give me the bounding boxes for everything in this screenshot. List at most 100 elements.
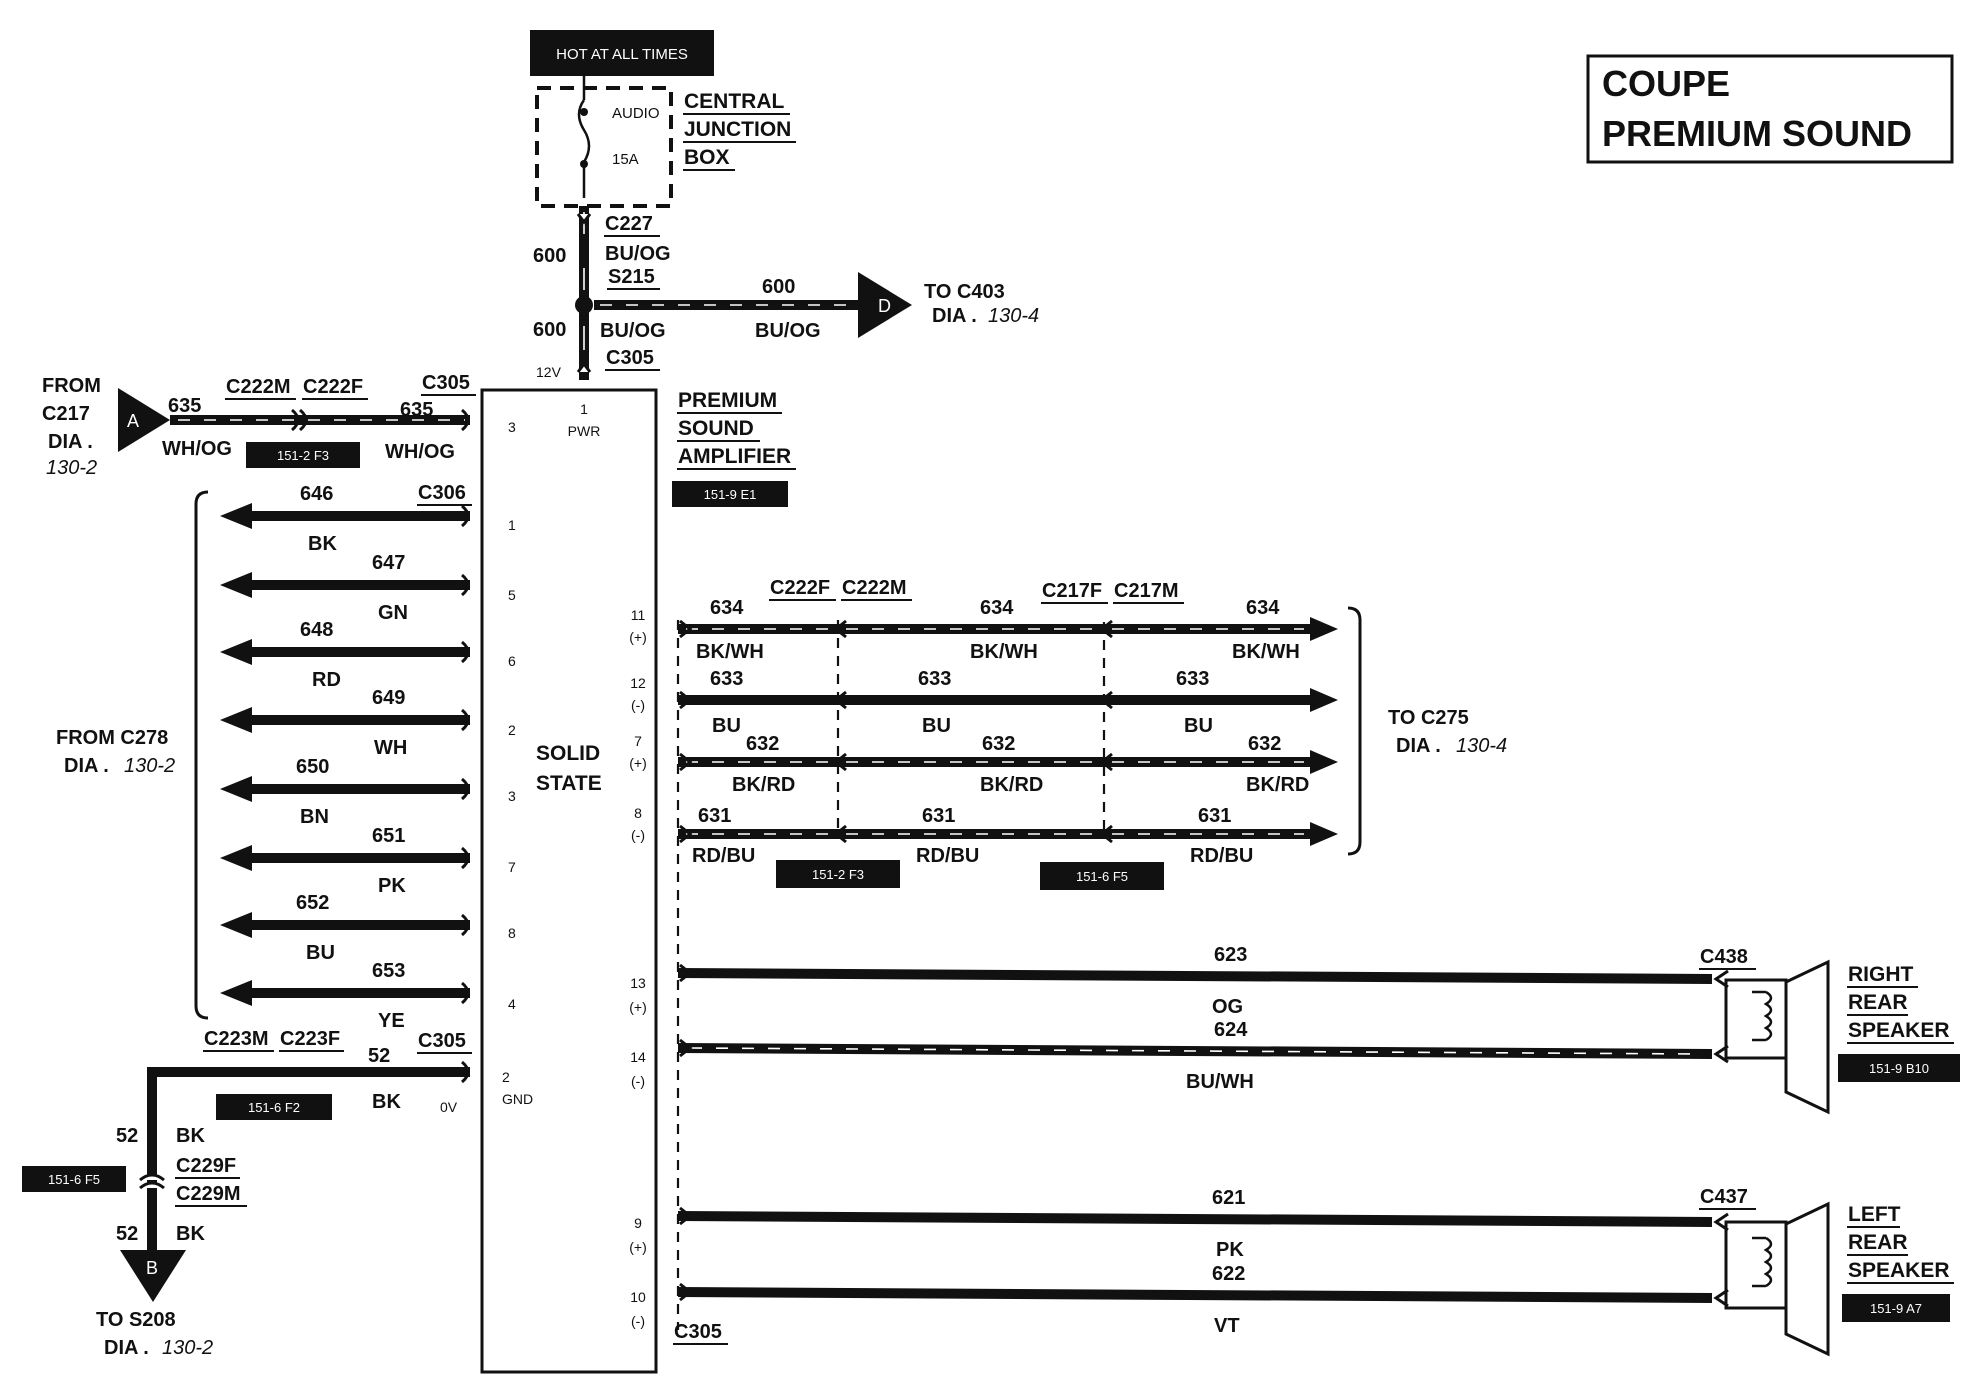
connector-a-letter: A xyxy=(127,411,139,431)
circuit-label: 631 xyxy=(922,805,955,827)
gnd-voltage: 0V xyxy=(440,1099,458,1115)
cjb-line-2: JUNCTION xyxy=(684,118,791,141)
c227-connector-icon xyxy=(576,213,592,225)
arrow-right-icon xyxy=(1310,688,1338,712)
circuit-label: 647 xyxy=(372,552,405,574)
color-label: GN xyxy=(378,602,408,624)
color-label: BU xyxy=(1184,715,1213,737)
color-label: PK xyxy=(378,875,406,897)
color-label: BU xyxy=(712,715,741,737)
right-pins: 11(+) 12(-) 7(+) 8(-) 13(+) 14(-) 9(+) 1… xyxy=(629,607,647,1329)
title-box: COUPE PREMIUM SOUND xyxy=(1586,54,1954,164)
svg-text:10: 10 xyxy=(630,1289,646,1305)
svg-text:(+): (+) xyxy=(629,629,647,645)
gnd-label: GND xyxy=(502,1091,533,1107)
c305-gnd-label: C305 xyxy=(418,1030,466,1052)
connector-icon xyxy=(1713,1288,1729,1308)
c227-label: C227 xyxy=(605,213,653,235)
circuit-635-left: 635 xyxy=(168,395,201,417)
circuit-label: 632 xyxy=(746,733,779,755)
top-voltage: 12V xyxy=(536,364,562,380)
c306-connector-icon xyxy=(460,708,470,732)
title-line-1: COUPE xyxy=(1602,63,1730,104)
hot-at-all-times-label: HOT AT ALL TIMES xyxy=(556,46,688,63)
wire-line xyxy=(677,1211,1713,1227)
power-feed: HOT AT ALL TIMES AUDIO 15A CENTRAL JUNCT… xyxy=(530,30,1039,380)
color-label: BK/RD xyxy=(732,774,795,796)
to-c403-dia: DIA . xyxy=(932,305,977,327)
connector-icon xyxy=(1713,1212,1729,1232)
to-c403: TO C403 xyxy=(924,281,1005,303)
c229m-label: C229M xyxy=(176,1183,240,1205)
c275-bracket xyxy=(1347,606,1362,856)
left-pins: 3 1 5 6 2 3 7 8 4 xyxy=(508,419,516,1012)
svg-text:(-): (-) xyxy=(631,1073,645,1089)
svg-text:3: 3 xyxy=(508,419,516,435)
circuit-label: 621 xyxy=(1212,1187,1245,1209)
right-speaker-3: SPEAKER xyxy=(1848,1019,1950,1042)
arrow-left-icon xyxy=(220,503,252,529)
branch-color: BU/OG xyxy=(755,320,821,342)
svg-text:1: 1 xyxy=(508,517,516,533)
c306-connector-icon xyxy=(460,777,470,801)
connector-b-letter: B xyxy=(146,1258,158,1278)
arrow-right-icon xyxy=(1310,750,1338,774)
circuit-label: 653 xyxy=(372,960,405,982)
arrow-left-icon xyxy=(220,912,252,938)
circuit-label: 651 xyxy=(372,825,405,847)
color-label: VT xyxy=(1214,1315,1240,1337)
color-label: BU xyxy=(306,942,335,964)
c278-inputs: FROM C278 DIA . 130-2 C306 646BK647GN648… xyxy=(56,482,472,1032)
svg-text:5: 5 xyxy=(508,587,516,603)
arrow-left-icon xyxy=(220,845,252,871)
color-wh-og-right: WH/OG xyxy=(385,441,455,463)
gnd-ref-2: 151-6 F5 xyxy=(48,1172,100,1187)
arrow-right-icon xyxy=(1310,617,1338,641)
c222-connector-icon xyxy=(290,408,308,432)
c275-ref-2: 151-6 F5 xyxy=(1076,869,1128,884)
svg-text:14: 14 xyxy=(630,1049,646,1065)
cjb-line-3: BOX xyxy=(684,146,730,169)
gnd-circuit-52-top: 52 xyxy=(368,1045,390,1067)
c306-connector-icon xyxy=(460,846,470,870)
s215-splice-icon xyxy=(575,296,593,314)
c229f-label: C229F xyxy=(176,1155,236,1177)
connector-icon xyxy=(679,824,693,844)
svg-text:7: 7 xyxy=(634,733,642,749)
circuit-label: 632 xyxy=(982,733,1015,755)
circuit-label: 632 xyxy=(1248,733,1281,755)
c222f-label: C222F xyxy=(303,376,363,398)
c306-connector-icon xyxy=(460,640,470,664)
from-c278-2: DIA . xyxy=(64,755,109,777)
circuit-label: 631 xyxy=(698,805,731,827)
c222m-label: C222M xyxy=(226,376,290,398)
gnd-pin: 2 xyxy=(502,1069,510,1085)
wire-line xyxy=(677,1287,1713,1303)
c223f-label: C223F xyxy=(280,1028,340,1050)
solid-state-2: STATE xyxy=(536,772,602,795)
c305-color: BU/OG xyxy=(600,320,666,342)
to-s208-3: 130-2 xyxy=(162,1337,213,1359)
gnd-circuit-52-low: 52 xyxy=(116,1223,138,1245)
color-label: BK/WH xyxy=(970,641,1038,663)
right-speaker-ref: 151-9 B10 xyxy=(1869,1061,1929,1076)
circuit-label: 623 xyxy=(1214,944,1247,966)
svg-text:8: 8 xyxy=(634,805,642,821)
title-line-2: PREMIUM SOUND xyxy=(1602,113,1912,154)
color-label: OG xyxy=(1212,996,1243,1018)
arrow-left-icon xyxy=(220,707,252,733)
pwr-label: PWR xyxy=(568,423,601,439)
connector-icon xyxy=(679,752,693,772)
c227-color: BU/OG xyxy=(605,243,671,265)
svg-text:(+): (+) xyxy=(629,1239,647,1255)
connector-icon xyxy=(833,690,847,710)
c222m-out-label: C222M xyxy=(842,577,906,599)
